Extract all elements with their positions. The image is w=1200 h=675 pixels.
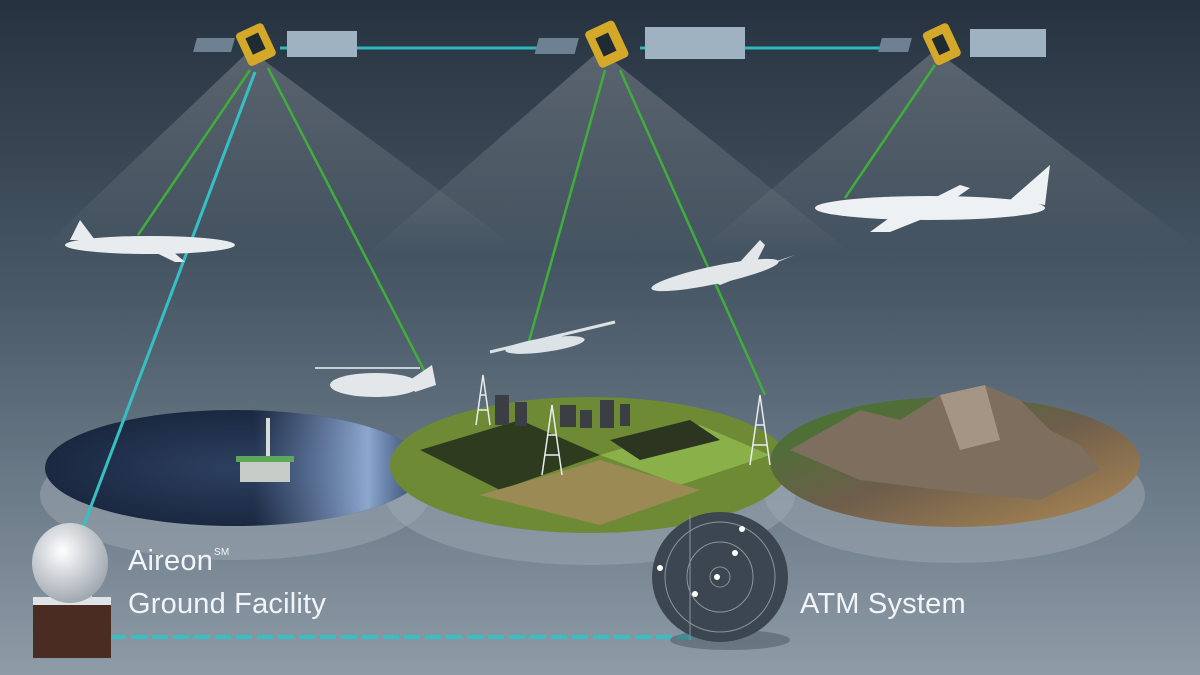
ground-stations: [475, 374, 771, 476]
business-jet: [651, 240, 795, 292]
satellite-3: [878, 23, 1046, 66]
brand-name: Aireon: [128, 545, 214, 577]
airliner-right: [815, 165, 1050, 232]
coverage-beams: [40, 50, 1200, 260]
atm-system-label: ATM System: [800, 588, 966, 620]
mountains: [790, 385, 1100, 500]
satellite-1: [193, 23, 357, 66]
radome: [32, 523, 108, 603]
ground-facility-building: [32, 523, 111, 658]
airliner-left: [65, 220, 235, 262]
service-mark: SM: [214, 547, 230, 558]
oil-platform: [236, 418, 294, 482]
city-buildings: [495, 395, 630, 428]
ground-link-satellite: [80, 71, 257, 531]
atm-radar-scope: [652, 512, 790, 650]
ground-facility-name: Ground Facility: [128, 588, 327, 620]
helicopter: [315, 365, 436, 397]
ground-discs: [40, 385, 1145, 565]
satellite-2: [534, 20, 745, 68]
small-propeller-plane: [489, 320, 616, 354]
ground-facility-label: AireonSM: [128, 545, 229, 578]
downlinks: [136, 64, 937, 396]
